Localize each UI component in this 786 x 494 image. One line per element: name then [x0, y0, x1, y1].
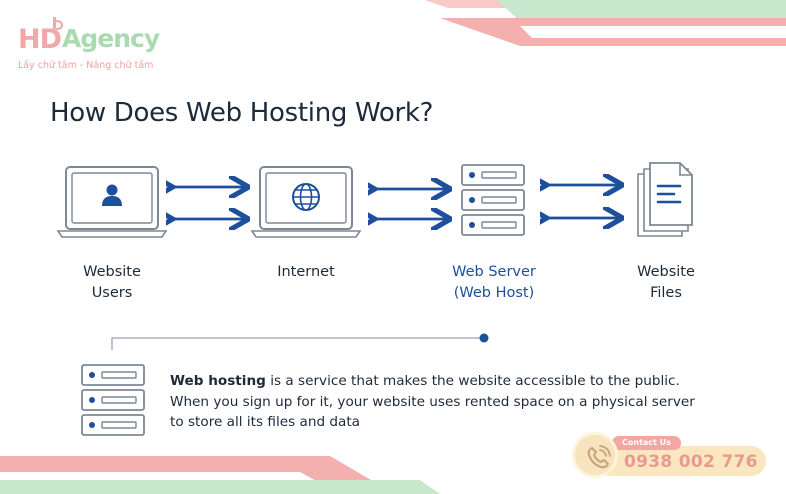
bottom-decor-stripes — [0, 456, 440, 494]
logo-mark-icon — [53, 17, 64, 30]
logo-agency-text: Agency — [62, 24, 160, 53]
node-label-website-files: Website Files — [637, 264, 695, 301]
top-decor-stripes — [425, 0, 786, 46]
page-title: How Does Web Hosting Work? — [50, 98, 434, 128]
description-text: Web hosting is a service that makes the … — [170, 371, 760, 433]
brand-logo[interactable]: HD Agency Lấy chữ tâm - Nâng chữ tầm — [18, 16, 178, 76]
globe-laptop-icon — [250, 166, 362, 238]
server-stack-small-icon — [81, 364, 145, 436]
description-term: Web hosting — [170, 373, 266, 389]
phone-icon — [587, 445, 611, 469]
arrows-server-files — [540, 174, 624, 230]
description-line-2: When you sign up for it, your website us… — [170, 393, 695, 410]
contact-bar[interactable] — [594, 446, 766, 476]
node-label-web-server: Web Server (Web Host) — [452, 264, 536, 301]
description-line-1: Web hosting is a service that makes the … — [170, 371, 760, 392]
server-stack-icon — [461, 164, 525, 236]
user-monitor-icon — [56, 166, 168, 238]
node-label-internet: Internet — [277, 264, 335, 280]
arrows-users-internet — [166, 176, 250, 232]
contact-badge[interactable]: Contact Us 0938 002 776 — [572, 432, 768, 480]
documents-icon — [637, 162, 693, 237]
node-label-website-users: Website Users — [83, 264, 141, 301]
description-line-1-rest: is a service that makes the website acce… — [265, 373, 680, 389]
arrows-internet-server — [368, 176, 452, 232]
logo-hd-text: HD — [18, 24, 62, 55]
contact-us-tab[interactable]: Contact Us — [612, 436, 681, 450]
contact-phone-number[interactable]: 0938 002 776 — [624, 452, 758, 472]
description-line-3: to store all its files and data — [170, 414, 361, 430]
contact-phone-button[interactable] — [572, 432, 618, 478]
logo-tagline: Lấy chữ tâm - Nâng chữ tầm — [18, 60, 154, 71]
